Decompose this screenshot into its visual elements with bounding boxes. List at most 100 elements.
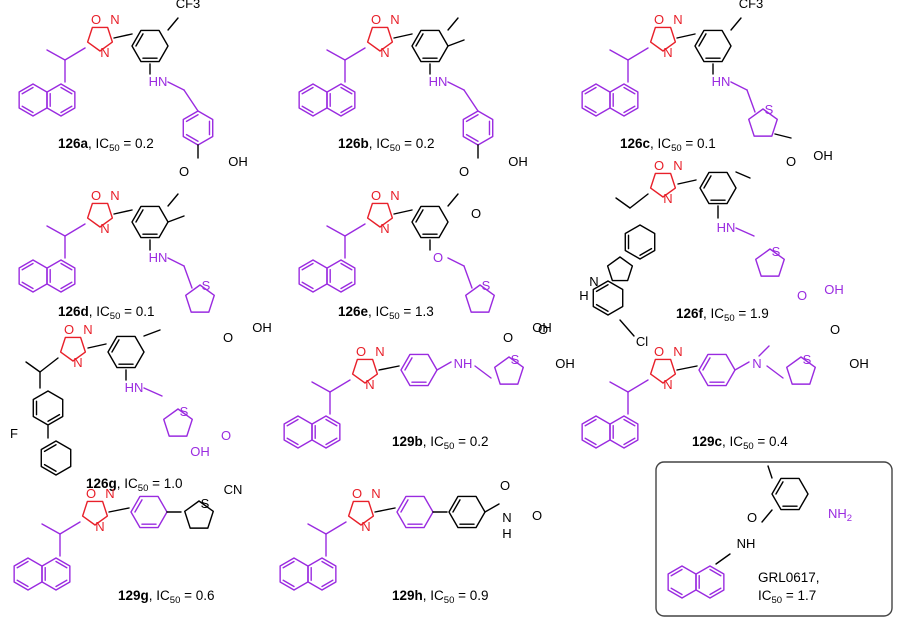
bond	[609, 381, 629, 393]
bond	[311, 415, 341, 449]
bond	[702, 357, 711, 371]
bond	[60, 86, 73, 95]
bond	[758, 345, 770, 357]
compound-id: 129h	[392, 588, 423, 603]
bond	[167, 215, 185, 223]
oxadiazole-n: N	[380, 221, 389, 236]
oxadiazole-n: N	[390, 12, 399, 27]
bond	[286, 437, 299, 446]
oxadiazole-o: O	[654, 344, 664, 359]
compound-id: 126d	[58, 304, 89, 319]
bond	[592, 280, 624, 316]
bond	[16, 579, 29, 588]
bond	[185, 133, 199, 142]
bond	[649, 172, 677, 198]
bond	[111, 339, 120, 353]
bond	[329, 379, 351, 393]
ic-subscript: 50	[743, 441, 754, 452]
bond	[113, 209, 133, 215]
compound-id: 129b	[392, 434, 423, 449]
bond	[715, 553, 731, 565]
bond	[311, 381, 331, 393]
bond	[46, 259, 76, 293]
bond	[767, 465, 773, 479]
bond	[279, 557, 309, 591]
bond	[184, 500, 214, 529]
reference-box	[655, 461, 893, 617]
bond	[326, 83, 356, 117]
bond	[344, 223, 366, 237]
bond	[301, 281, 314, 290]
bond	[21, 105, 34, 114]
ic50-value: 1.0	[164, 476, 183, 491]
bond	[624, 224, 656, 260]
bond	[43, 444, 57, 453]
oxadiazole-o: O	[371, 12, 381, 27]
bond	[699, 171, 737, 205]
ic-label: , IC	[423, 588, 444, 603]
ic-equals: =	[682, 136, 697, 151]
bond	[606, 256, 634, 282]
compound-caption: 129h, IC50 = 0.9	[392, 588, 489, 606]
bond	[730, 17, 742, 31]
oxadiazole-n: N	[673, 158, 682, 173]
bond	[344, 47, 366, 61]
ic-label: , IC	[369, 136, 390, 151]
bond	[649, 358, 677, 384]
bond	[623, 86, 636, 95]
bond	[298, 259, 328, 293]
bond	[108, 507, 130, 513]
bond	[25, 361, 41, 373]
carbazole-n: N	[589, 274, 598, 289]
oxadiazole-n: N	[390, 188, 399, 203]
oxadiazole-n: N	[83, 322, 92, 337]
oxadiazole-n: N	[100, 45, 109, 60]
bond	[595, 303, 609, 312]
bond	[584, 105, 597, 114]
oh-label: OH	[252, 320, 272, 335]
bond	[185, 114, 199, 123]
bond	[465, 133, 479, 142]
bond	[340, 262, 353, 271]
bond	[584, 437, 597, 446]
s-label: S	[482, 278, 491, 293]
bond	[761, 509, 773, 523]
bond	[32, 390, 64, 426]
nh-label: HN	[149, 74, 168, 89]
ic-label: , IC	[88, 136, 109, 151]
bond	[615, 197, 631, 209]
compound-caption: 126b, IC50 = 0.2	[338, 136, 435, 154]
compound-id: 126g	[86, 476, 117, 491]
bond	[81, 500, 109, 526]
bond	[415, 209, 424, 223]
o-label: O	[500, 478, 510, 493]
ic-equals: =	[120, 304, 135, 319]
oxadiazole-n: N	[110, 188, 119, 203]
oxadiazole-o: O	[352, 486, 362, 501]
ic-subscript: 50	[671, 143, 682, 154]
bond	[649, 26, 677, 52]
bond	[301, 105, 314, 114]
o-label: O	[786, 154, 796, 169]
bond	[143, 329, 161, 337]
ic50-value: 0.2	[135, 136, 154, 151]
bond	[55, 560, 68, 569]
o-label: O	[221, 428, 231, 443]
o-label: O	[179, 164, 189, 179]
bond	[46, 225, 66, 237]
nh2-sub: 2	[847, 513, 852, 524]
bond	[465, 284, 495, 313]
oh-label: OH	[228, 154, 248, 169]
bond	[326, 49, 346, 61]
bond	[321, 579, 334, 588]
bond	[581, 415, 611, 449]
bond	[411, 29, 449, 63]
bond	[629, 193, 649, 209]
bond	[64, 223, 86, 237]
methoxy-o: O	[532, 508, 542, 523]
bond	[326, 259, 356, 293]
